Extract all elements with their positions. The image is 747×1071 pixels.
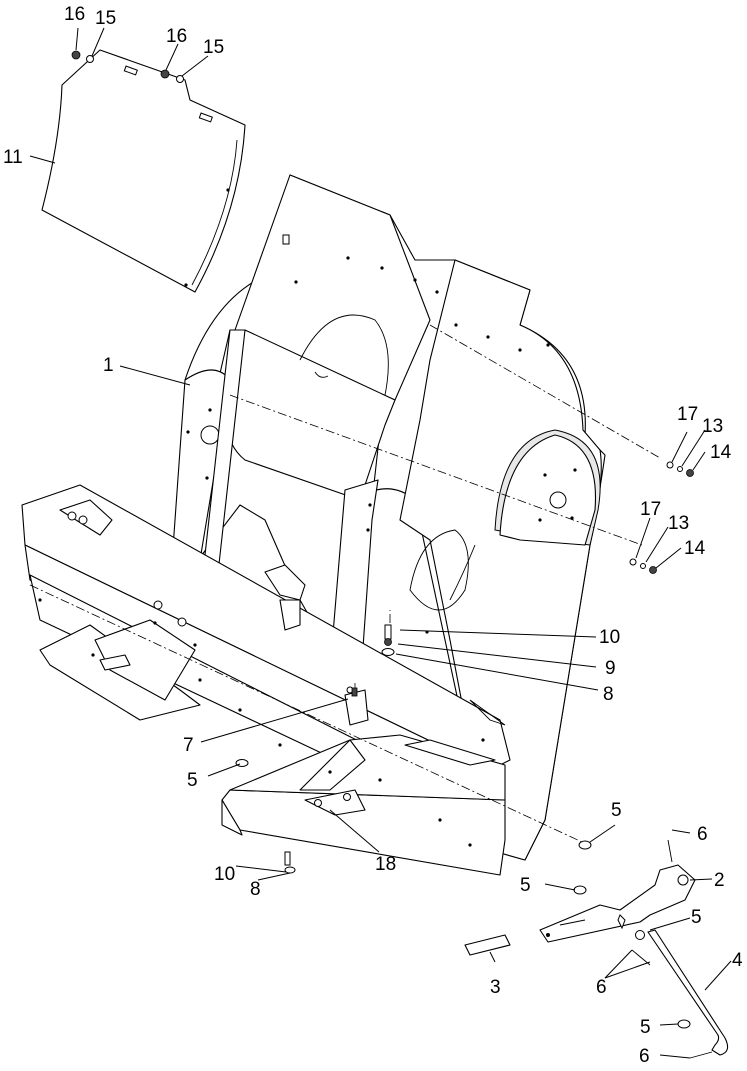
callout-5: 5 bbox=[691, 907, 702, 928]
callout-3: 3 bbox=[490, 977, 501, 998]
callout-8: 8 bbox=[603, 684, 614, 705]
callout-labels: 16 15 16 15 11 1 17 13 14 17 13 14 10 9 … bbox=[3, 4, 743, 1067]
lever-part-2 bbox=[539, 839, 696, 943]
callout-9: 9 bbox=[605, 658, 616, 679]
frame-beam bbox=[21, 484, 511, 876]
callout-18: 18 bbox=[375, 854, 396, 875]
callout-10: 10 bbox=[214, 864, 235, 885]
callout-14: 14 bbox=[710, 442, 732, 463]
callout-14: 14 bbox=[684, 538, 706, 559]
callout-2: 2 bbox=[714, 870, 725, 891]
main-housing-part-1 bbox=[169, 174, 606, 861]
pins-part-6 bbox=[631, 949, 713, 1059]
callout-5: 5 bbox=[611, 800, 622, 821]
callout-13: 13 bbox=[702, 416, 723, 437]
callout-15: 15 bbox=[203, 37, 224, 58]
callout-8: 8 bbox=[250, 879, 261, 900]
hardware-17-13-14 bbox=[629, 461, 694, 574]
cover-plate-part-11 bbox=[41, 49, 246, 293]
callout-10: 10 bbox=[599, 627, 620, 648]
rod-part-4 bbox=[635, 929, 729, 1056]
callout-5: 5 bbox=[187, 770, 198, 791]
callout-17: 17 bbox=[677, 404, 698, 425]
callout-15: 15 bbox=[95, 8, 116, 29]
grip-part-3 bbox=[464, 934, 511, 956]
callout-6: 6 bbox=[596, 977, 607, 998]
callout-11: 11 bbox=[3, 147, 23, 168]
callout-4: 4 bbox=[732, 950, 743, 971]
callout-7: 7 bbox=[183, 735, 194, 756]
nut-washer-top-left bbox=[71, 50, 184, 83]
callout-17: 17 bbox=[640, 499, 661, 520]
callout-6: 6 bbox=[639, 1046, 650, 1067]
leader-lines bbox=[29, 27, 732, 1059]
callout-1: 1 bbox=[103, 355, 114, 376]
callout-16: 16 bbox=[166, 26, 187, 47]
callout-6: 6 bbox=[697, 824, 708, 845]
callout-5: 5 bbox=[520, 875, 531, 896]
callout-13: 13 bbox=[668, 513, 689, 534]
callout-5: 5 bbox=[640, 1017, 651, 1038]
callout-16: 16 bbox=[64, 4, 85, 25]
